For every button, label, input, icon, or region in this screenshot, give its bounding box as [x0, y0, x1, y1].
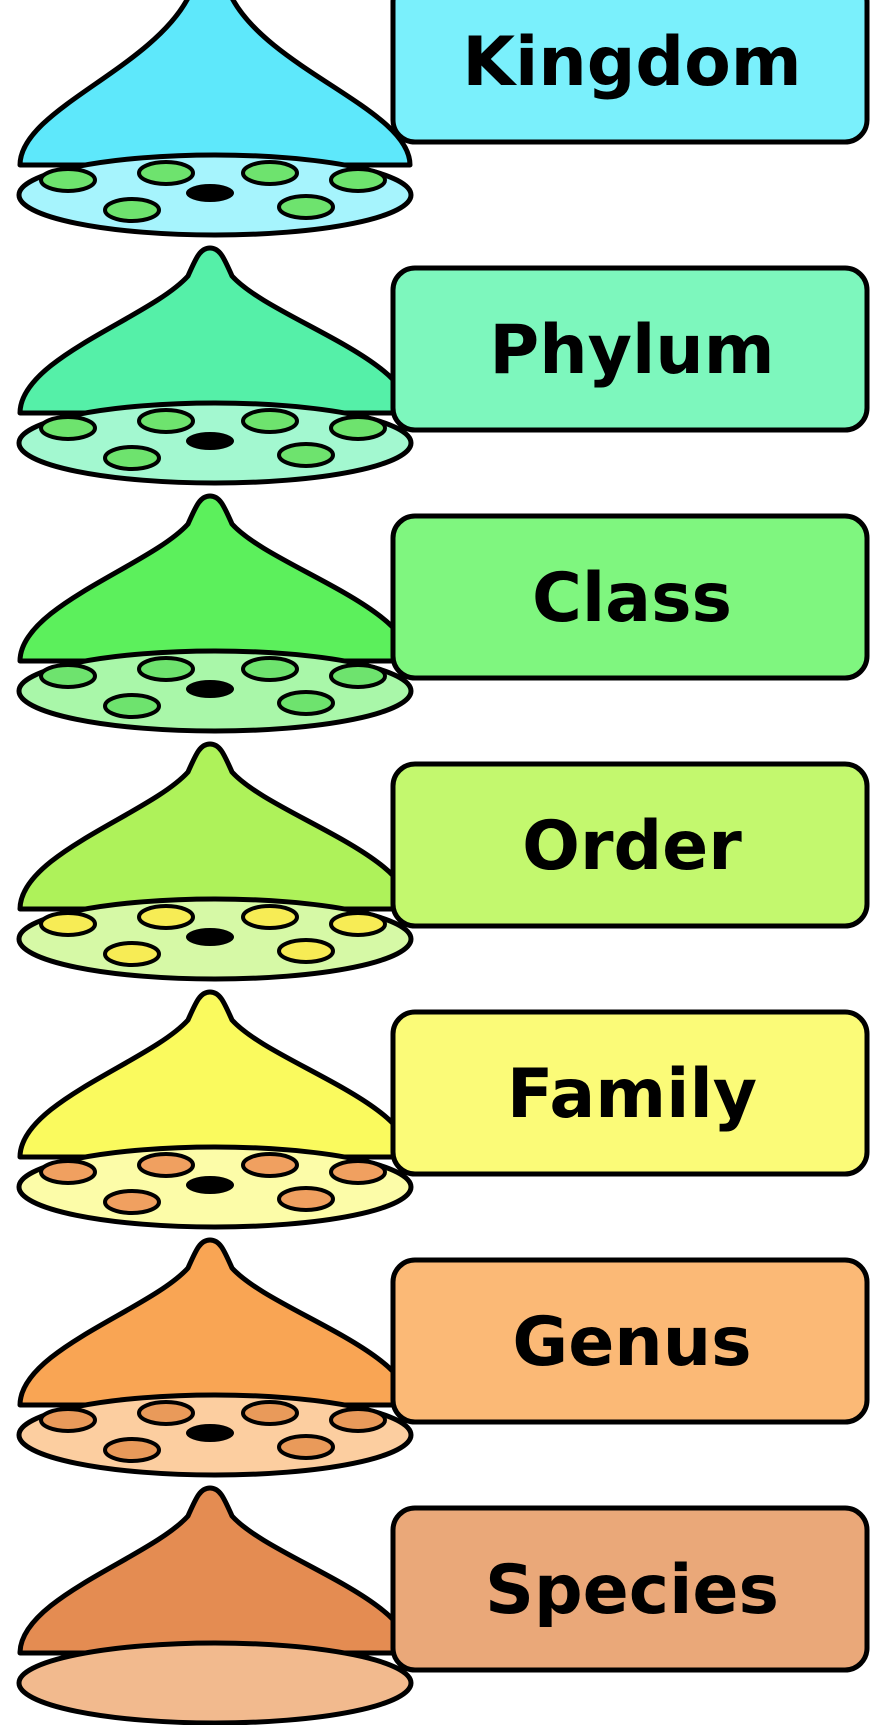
label-box-class — [390, 513, 870, 681]
seed-genus-1 — [39, 1407, 97, 1433]
seed-family-4 — [329, 1159, 387, 1185]
rank-label-genus: Genus — [512, 1303, 751, 1382]
rank-group-family: Family — [16, 989, 870, 1230]
seed-class-1 — [39, 663, 97, 689]
dome-order — [17, 741, 413, 912]
dome-phylum — [17, 245, 413, 416]
seed-class-3 — [241, 656, 299, 682]
seed-kingdom-4 — [329, 167, 387, 193]
seed-phylum-1 — [39, 415, 97, 441]
seed-phylum-2 — [137, 408, 195, 434]
rank-group-phylum: Phylum — [16, 245, 870, 486]
rank-label-order: Order — [522, 807, 742, 886]
label-box-genus — [390, 1257, 870, 1425]
opening-phylum — [186, 432, 234, 450]
seed-genus-6 — [277, 1434, 335, 1460]
seed-family-3 — [241, 1152, 299, 1178]
seed-kingdom-5 — [103, 197, 161, 223]
rank-label-kingdom: Kingdom — [462, 23, 801, 102]
seed-kingdom-3 — [241, 160, 299, 186]
seed-genus-2 — [137, 1400, 195, 1426]
seed-genus-4 — [329, 1407, 387, 1433]
seed-phylum-4 — [329, 415, 387, 441]
label-box-order — [390, 761, 870, 929]
seed-order-1 — [39, 911, 97, 937]
rank-group-order: Order — [16, 741, 870, 982]
opening-kingdom — [186, 184, 234, 202]
rank-group-genus: Genus — [16, 1237, 870, 1478]
seed-phylum-6 — [277, 442, 335, 468]
seed-phylum-5 — [103, 445, 161, 471]
label-box-species — [390, 1505, 870, 1673]
seed-family-5 — [103, 1189, 161, 1215]
seed-family-1 — [39, 1159, 97, 1185]
rank-label-species: Species — [485, 1551, 779, 1630]
seed-kingdom-2 — [137, 160, 195, 186]
base-ellipse-species — [16, 1640, 414, 1725]
rank-label-phylum: Phylum — [489, 311, 774, 390]
seed-class-4 — [329, 663, 387, 689]
rank-group-species: Species — [16, 1485, 870, 1725]
label-box-phylum — [390, 265, 870, 433]
seed-genus-3 — [241, 1400, 299, 1426]
opening-class — [186, 680, 234, 698]
seed-order-6 — [277, 938, 335, 964]
seed-class-2 — [137, 656, 195, 682]
dome-kingdom — [17, 0, 413, 168]
rank-stack: KingdomPhylumClassOrderFamilyGenusSpecie… — [16, 0, 870, 1725]
seed-order-3 — [241, 904, 299, 930]
opening-order — [186, 928, 234, 946]
seed-order-4 — [329, 911, 387, 937]
seed-family-2 — [137, 1152, 195, 1178]
rank-label-class: Class — [532, 559, 732, 638]
seed-order-5 — [103, 941, 161, 967]
opening-family — [186, 1176, 234, 1194]
rank-label-family: Family — [507, 1055, 757, 1134]
label-box-family — [390, 1009, 870, 1177]
seed-class-5 — [103, 693, 161, 719]
seed-kingdom-1 — [39, 167, 97, 193]
dome-species — [17, 1485, 413, 1656]
rank-group-kingdom: Kingdom — [16, 0, 870, 238]
dome-family — [17, 989, 413, 1160]
seed-class-6 — [277, 690, 335, 716]
seed-order-2 — [137, 904, 195, 930]
seed-phylum-3 — [241, 408, 299, 434]
opening-genus — [186, 1424, 234, 1442]
label-box-kingdom — [390, 0, 870, 145]
dome-genus — [17, 1237, 413, 1408]
seed-kingdom-6 — [277, 194, 335, 220]
seed-family-6 — [277, 1186, 335, 1212]
seed-genus-5 — [103, 1437, 161, 1463]
dome-class — [17, 493, 413, 664]
rank-group-class: Class — [16, 493, 870, 734]
